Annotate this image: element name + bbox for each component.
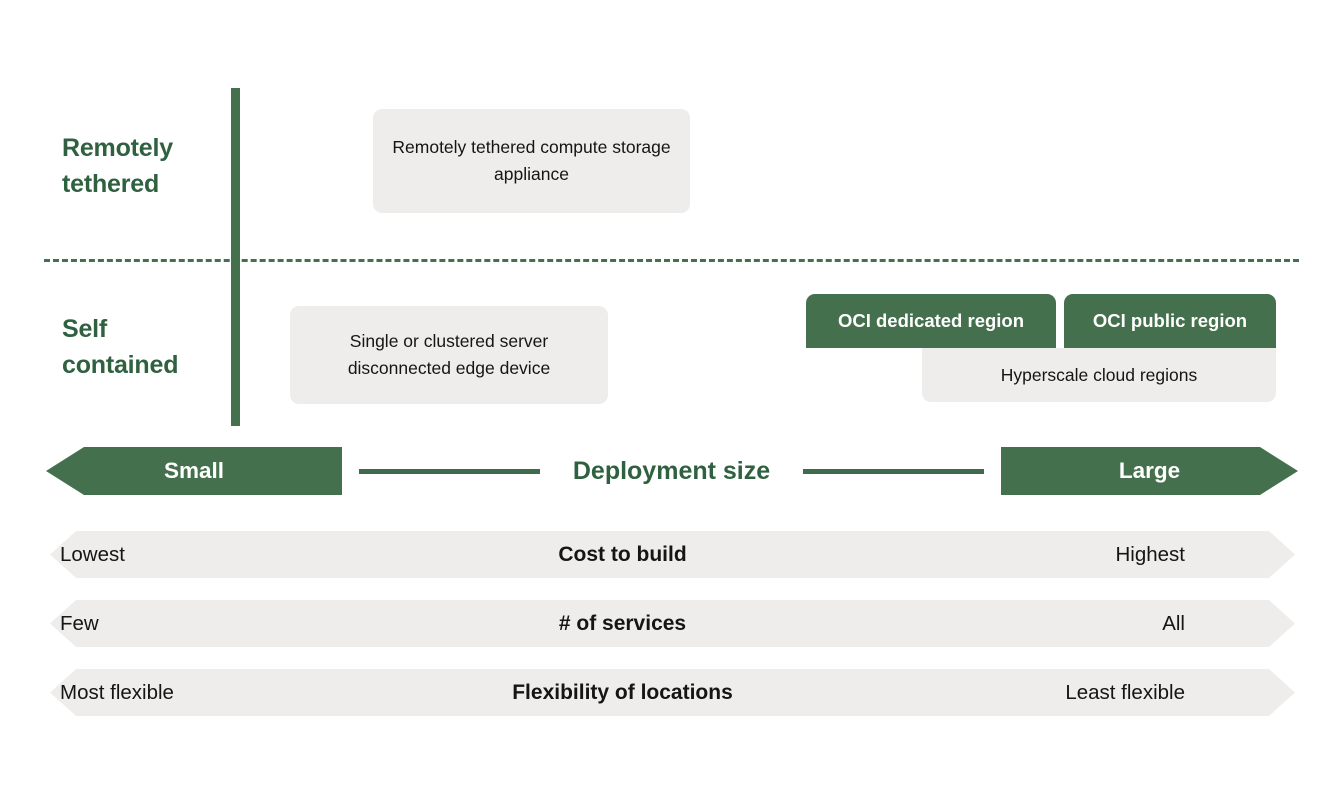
comparison-row [50,600,1295,647]
arrow-small-label: Small [163,458,225,483]
comparison-row-1-center-label: # of services [558,611,687,635]
box-hyperscale-cloud-regions-label: Hyperscale cloud regions [1000,364,1198,385]
band-rule-left [359,469,540,474]
comparison-row-2-right-label: Least flexible [1065,680,1185,704]
comparison-row-1-right: All [885,600,1185,647]
category-label-line2: Self contained [62,315,179,379]
arrow-small: Small [46,447,342,495]
comparison-row-0-left-label: Lowest [60,542,125,566]
box-edge-device-label: Single or clustered server disconnected … [347,331,551,378]
comparison-row-2-center: Flexibility of locations [430,669,815,716]
comparison-row-2-right: Least flexible [885,669,1185,716]
comparison-row-2-left: Most flexible [60,669,360,716]
comparison-row-0-left: Lowest [60,531,360,578]
arrow-large-label: Large [1118,458,1181,483]
deployment-size-band: Small Deployment size Large [0,447,1344,495]
arrow-large: Large [1001,447,1298,495]
box-hyperscale-cloud-regions[interactable]: Hyperscale cloud regions [922,348,1276,402]
comparison-row-0-right-label: Highest [1115,542,1185,566]
chip-oci-public-region[interactable]: OCI public region [1064,294,1276,348]
comparison-row-1-left-label: Few [60,611,99,635]
category-label-line1: Remotely tethered [62,134,173,198]
band-divider [44,259,1299,262]
comparison-row [50,669,1295,716]
deployment-size-title-label: Deployment size [572,456,771,485]
comparison-row-2-center-label: Flexibility of locations [512,680,733,704]
comparison-row-0-right: Highest [885,531,1185,578]
chip-oci-public-region-label: OCI public region [1092,310,1248,331]
band-rule-right [803,469,984,474]
comparison-row-0-center: Cost to build [430,531,815,578]
category-label-remotely-tethered: Remotely tethered [62,130,222,202]
category-label-self-contained: Self contained [62,311,222,383]
comparison-row-1-left: Few [60,600,360,647]
comparison-row [50,531,1295,578]
comparison-row-0-center-label: Cost to build [558,542,687,566]
vertical-axis-bar [231,88,240,426]
box-remotely-tethered-appliance[interactable]: Remotely tethered compute storage applia… [373,109,690,213]
comparison-row-2-left-label: Most flexible [60,680,174,704]
comparison-row-1-right-label: All [1162,611,1185,635]
comparison-row-1-center: # of services [430,600,815,647]
box-remotely-tethered-appliance-label: Remotely tethered compute storage applia… [392,137,671,184]
chip-oci-dedicated-region[interactable]: OCI dedicated region [806,294,1056,348]
chip-oci-dedicated-region-label: OCI dedicated region [837,310,1025,331]
deployment-size-title: Deployment size [540,447,803,495]
box-edge-device[interactable]: Single or clustered server disconnected … [290,306,608,404]
